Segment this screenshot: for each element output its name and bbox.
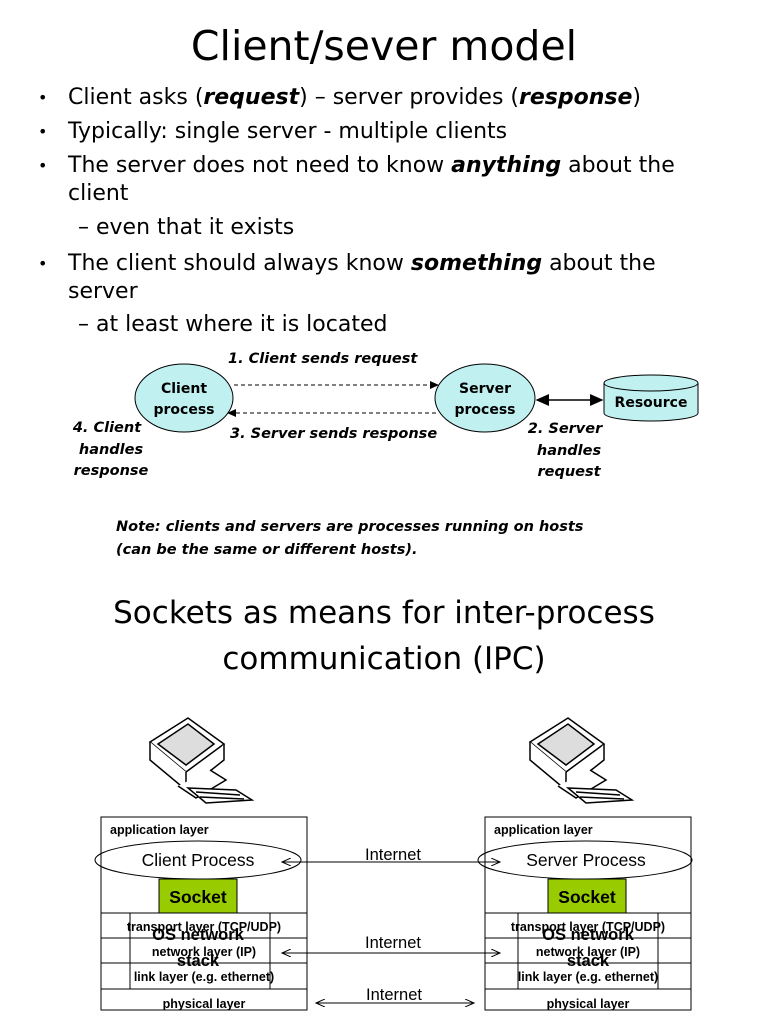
title-line: Sockets as means for inter-process: [113, 595, 655, 631]
application-layer-label: application layer: [494, 823, 593, 837]
physical-layer-label: physical layer: [547, 997, 630, 1011]
step-4-label: 4. Client: [72, 420, 142, 436]
link-layer-label: link layer (e.g. ethernet): [134, 970, 274, 984]
bullet-dot-icon: •: [38, 156, 48, 175]
step-1-label: 1. Client sends request: [228, 351, 418, 367]
os-network-stack-label: OS network: [542, 926, 635, 944]
slide-title-sockets-ipc: Sockets as means for inter-process commu…: [0, 590, 768, 682]
bullet-text: The server does not need to know anythin…: [68, 153, 675, 206]
server-process-label: Server: [459, 381, 511, 397]
server-computer-icon: [528, 717, 635, 804]
step-2-label: request: [537, 464, 601, 480]
bullet-text: The client should always know something …: [68, 251, 656, 304]
client-process-node: [134, 363, 234, 433]
step-2-label: 2. Server: [528, 421, 603, 437]
server-socket-label: Socket: [558, 887, 616, 907]
step-4-label: response: [74, 463, 149, 479]
resource-label: Resource: [615, 395, 688, 411]
client-computer-icon: [148, 717, 255, 804]
client-socket: [158, 878, 238, 914]
step-4-label: handles: [79, 442, 144, 458]
server-process-label: process: [454, 402, 515, 418]
client-socket-label: Socket: [169, 887, 227, 907]
bullet-text: Typically: single server - multiple clie…: [68, 119, 508, 144]
bullet-dot-icon: •: [38, 88, 48, 107]
client-server-diagram: Client process Server process Resource 1…: [72, 351, 699, 480]
os-network-stack-label: OS network: [152, 926, 245, 944]
sub-bullet-text: – even that it exists: [78, 215, 295, 240]
physical-layer-label: physical layer: [163, 997, 246, 1011]
link-layer-label: link layer (e.g. ethernet): [518, 970, 658, 984]
client-process-label: Client Process: [142, 850, 255, 870]
transport-layer-label: transport layer (TCP/UDP): [127, 920, 281, 934]
os-network-stack-label: stack: [177, 952, 220, 970]
internet-label: Internet: [365, 934, 421, 952]
note-text: (can be the same or different hosts).: [116, 542, 418, 558]
client-process-label: process: [153, 402, 214, 418]
network-layer-label: network layer (IP): [152, 945, 256, 959]
note-text: Note: clients and servers are processes …: [116, 519, 584, 535]
server-socket: [547, 878, 627, 914]
os-network-stack-label: stack: [567, 952, 610, 970]
client-process-label: Client: [161, 381, 207, 397]
internet-label: Internet: [366, 986, 422, 1004]
step-3-label: 3. Server sends response: [230, 426, 437, 442]
bullet-text: Client asks (request) – server provides …: [68, 85, 641, 110]
client-network-stack: application layer Client Process Socket …: [94, 816, 308, 1011]
internet-label: Internet: [365, 846, 421, 864]
transport-layer-label: transport layer (TCP/UDP): [511, 920, 665, 934]
network-layer-label: network layer (IP): [536, 945, 640, 959]
server-process-node: [434, 363, 536, 433]
server-process-label: Server Process: [526, 850, 646, 870]
application-layer-label: application layer: [110, 823, 209, 837]
bullet-dot-icon: •: [38, 254, 48, 273]
resource-cylinder-icon: [603, 374, 699, 422]
server-network-stack: application layer Server Process Socket …: [477, 816, 693, 1011]
bullet-dot-icon: •: [38, 122, 48, 141]
sub-bullet-text: – at least where it is located: [78, 312, 388, 337]
step-2-label: handles: [537, 443, 602, 459]
slide-title-client-server: Client/sever model: [190, 22, 578, 70]
title-line: communication (IPC): [222, 641, 546, 677]
